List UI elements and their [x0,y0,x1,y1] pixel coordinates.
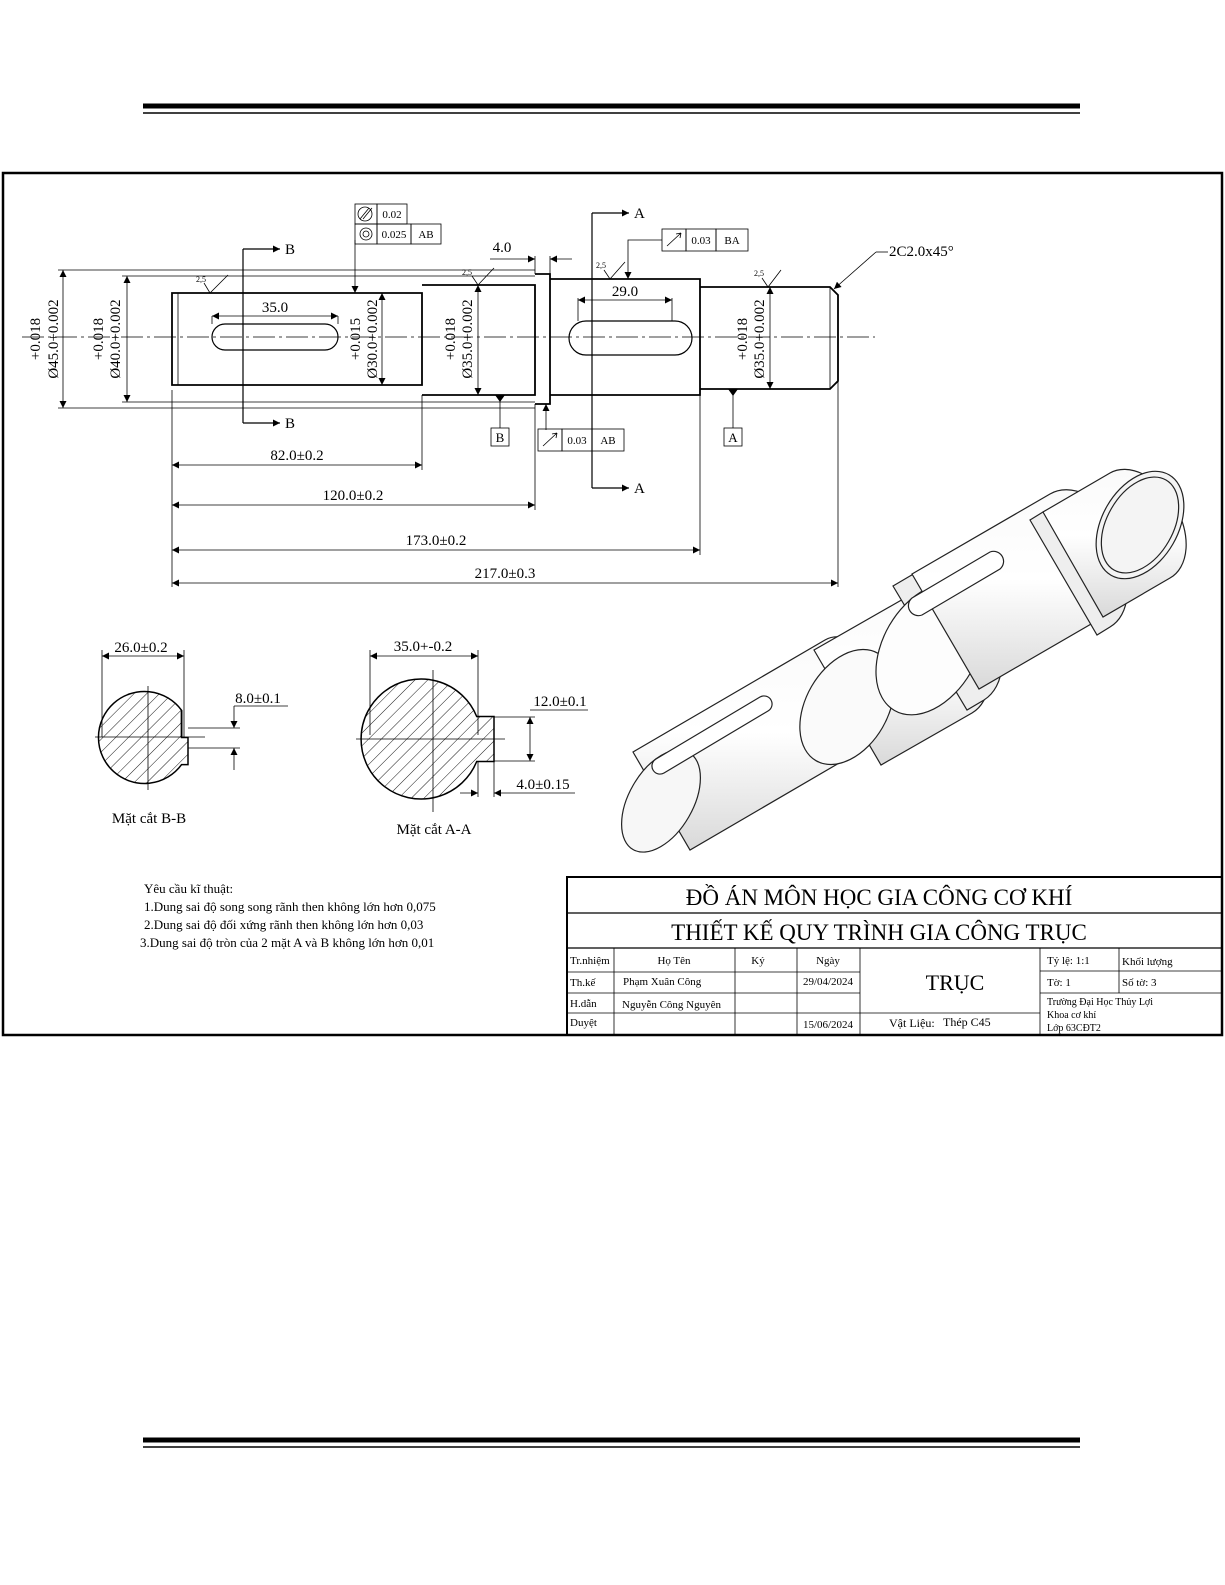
tol-runout-top-ref: BA [724,235,739,247]
section-cut-b: B B [242,242,295,432]
rough-1: 2,5 [196,275,206,284]
part-name: TRỤC [926,970,985,995]
dim-d40: Ø40.0+0.002 [108,299,124,378]
cut-b-top: B [285,242,295,258]
header-rule [143,103,1080,114]
length-dimensions: 82.0±0.2 120.0±0.2 173.0±0.2 217.0±0.3 [171,381,839,587]
dim-d35a-tol: +0.018 [443,318,459,360]
mass: Khối lượng [1122,956,1173,968]
dim-d35b: Ø35.0+0.002 [752,299,768,378]
row1-name: Phạm Xuân Công [623,976,702,988]
row3-role: Duyệt [570,1017,597,1029]
section-b-title: Mặt cắt B-B [112,811,186,827]
technical-notes: Yêu cầu kĩ thuật: 1.Dung sai độ song son… [140,881,436,950]
dim-key1-length: 35.0 [262,300,288,316]
rough-2: 2,5 [462,268,472,277]
dim-d35b-tol: +0.018 [735,318,751,360]
row3-date: 15/06/2024 [803,1019,854,1031]
dim-d45: Ø45.0+0.002 [46,299,62,378]
diameter-labels: Ø45.0+0.002 +0.018 Ø40.0+0.002 +0.018 Ø3… [28,299,768,378]
rough-4: 2,5 [754,269,764,278]
notes-line-3: 3.Dung sai độ tròn của 2 mặt A và B khôn… [140,935,434,950]
dim-sec-a-width: 35.0+-0.2 [394,639,452,655]
tolerance-frame-runout-bottom: 0.03 AB [537,404,625,452]
collar-dimension: 4.0 [490,240,572,274]
scale: Tỷ lệ: 1:1 [1047,955,1090,967]
class: Lớp 63CĐT2 [1047,1023,1101,1034]
tol-conc-ref: AB [418,229,433,241]
tol-runout-top-value: 0.03 [691,235,711,247]
school: Trường Đại Học Thủy Lợi [1047,997,1153,1008]
material-label: Vật Liệu: [889,1016,935,1030]
sheet: Tờ: 1 [1047,977,1071,989]
dim-collar: 4.0 [493,240,512,256]
faculty: Khoa cơ khí [1047,1010,1096,1021]
dim-l82: 82.0±0.2 [270,448,323,464]
dim-d30: Ø30.0+0.002 [365,299,381,378]
isometric-shaft-view [621,468,1187,853]
keyway-dimensions: 35.0 29.0 [211,284,673,324]
row1-date: 29/04/2024 [803,976,854,988]
concentricity-icon [359,227,373,241]
material-value: Thép C45 [943,1015,991,1029]
cut-b-bottom: B [285,416,295,432]
dim-chamfer: 2C2.0x45° [889,244,954,260]
header-date: Ngày [816,955,840,967]
dim-sec-b-depth: 8.0±0.1 [235,691,281,707]
dim-sec-a-key: 4.0±0.15 [516,777,569,793]
row2-role: H.dẫn [570,998,597,1010]
chamfer-callout: 2C2.0x45° [833,244,954,290]
tol-runout-bot-ref: AB [600,435,615,447]
tol-conc-value: 0.025 [382,229,407,241]
tolerance-frame-cylindricity: 0.02 0.025 AB [351,203,442,293]
diameter-dimensions [58,269,774,409]
notes-heading: Yêu cầu kĩ thuật: [144,881,233,896]
dim-sec-a-depth: 12.0±0.1 [533,694,586,710]
tolerance-frame-runout-top: 0.03 BA [624,228,749,279]
section-b-b: 26.0±0.2 8.0±0.1 Mặt cắt B-B [95,640,288,827]
row1-role: Th.kế [570,977,596,989]
dim-sec-b-width: 26.0±0.2 [114,640,167,656]
datum-a: A [723,389,743,447]
roughness-symbols: 2,5 2,5 2,5 2,5 [196,261,782,294]
footer-rule [143,1437,1080,1448]
shaft-side-view [22,273,875,405]
cut-a-top: A [634,206,645,222]
dim-l120: 120.0±0.2 [323,488,384,504]
runout-icon [666,232,682,247]
row2-name: Nguyễn Công Nguyên [622,999,721,1011]
datum-b: B [490,395,510,447]
dim-l173: 173.0±0.2 [406,533,467,549]
runout-icon [542,432,558,447]
title-block: ĐỒ ÁN MÔN HỌC GIA CÔNG CƠ KHÍ THIẾT KẾ Q… [566,876,1223,1036]
dim-d30-tol: +0.015 [348,318,364,360]
dim-d35a: Ø35.0+0.002 [460,299,476,378]
title-project: ĐỒ ÁN MÔN HỌC GIA CÔNG CƠ KHÍ [686,884,1073,910]
sheets: Số tờ: 3 [1122,977,1157,989]
cylindricity-icon [357,206,373,222]
header-name: Họ Tên [657,955,691,967]
dim-key2-length: 29.0 [612,284,638,300]
notes-line-2: 2.Dung sai độ đối xứng rãnh then không l… [144,917,423,932]
tol-cyl-value: 0.02 [382,209,401,221]
dim-d40-tol: +0.018 [91,318,107,360]
dim-d45-tol: +0.018 [28,318,44,360]
rough-3: 2,5 [596,261,606,270]
datum-b-label: B [496,430,505,445]
section-cut-a: A A [591,206,645,497]
datum-a-label: A [728,430,738,445]
notes-line-1: 1.Dung sai độ song song rãnh then không … [144,899,436,914]
cut-a-bottom: A [634,481,645,497]
header-sign: Ký [751,955,765,967]
dim-l217: 217.0±0.3 [475,566,536,582]
tol-runout-bot-value: 0.03 [567,435,587,447]
header-role: Tr.nhiệm [570,955,610,967]
section-a-title: Mặt cắt A-A [397,822,472,838]
title-subject: THIẾT KẾ QUY TRÌNH GIA CÔNG TRỤC [671,919,1087,945]
section-a-a: 35.0+-0.2 12.0±0.1 4.0±0.15 Mặt cắt A-A [356,639,588,838]
